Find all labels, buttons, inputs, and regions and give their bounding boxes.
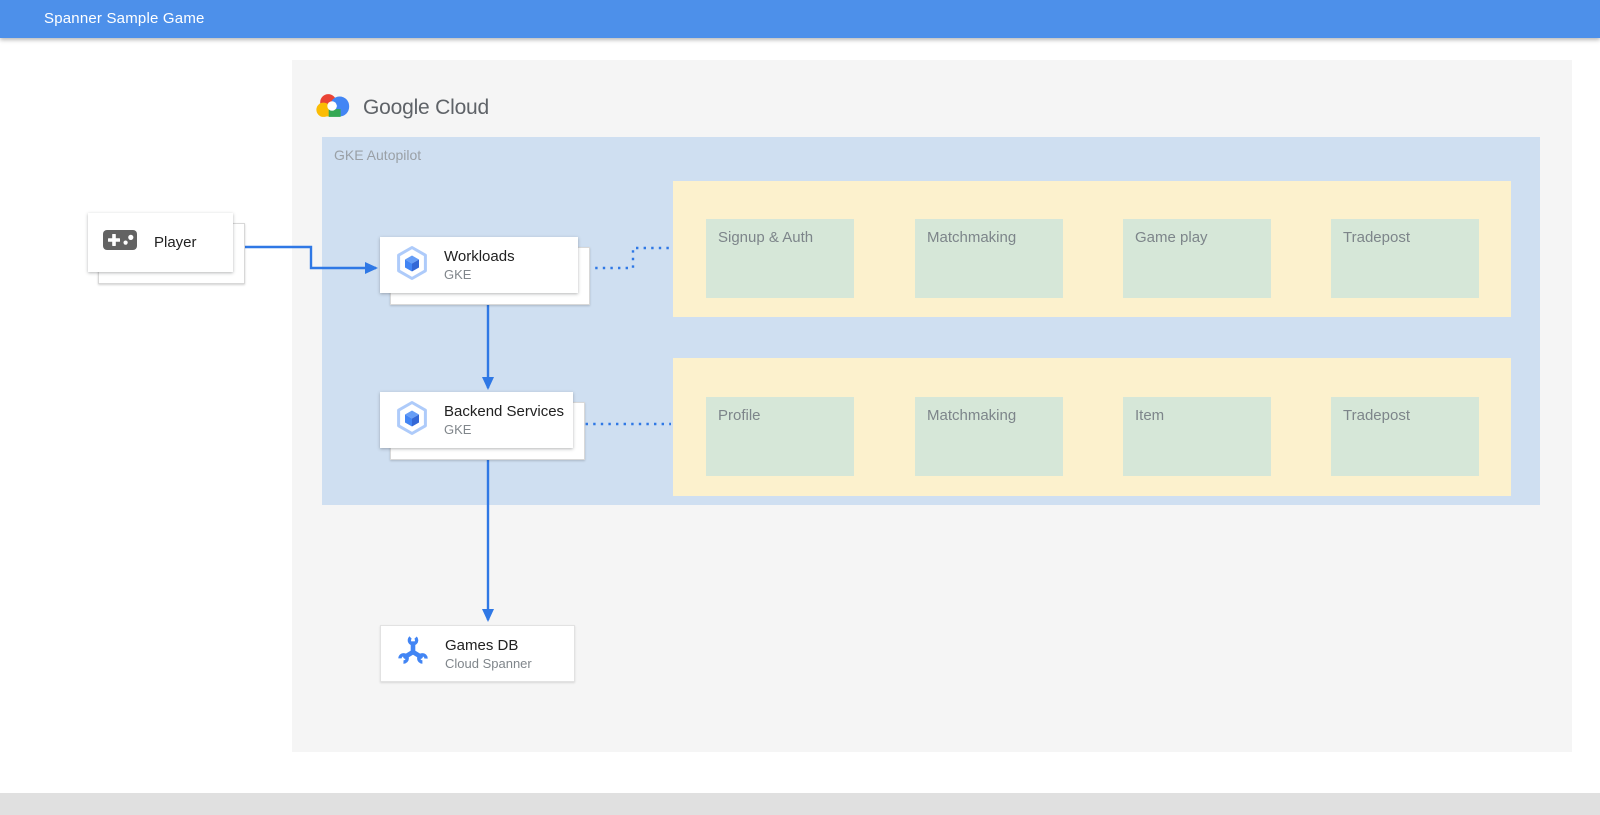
cloud-spanner-icon (394, 632, 432, 675)
service-box: Game play (1123, 219, 1271, 298)
gamepad-icon (102, 228, 138, 257)
backend-service-row: Profile Matchmaking Item Tradepost (673, 358, 1511, 496)
player-label: Player (154, 234, 197, 251)
service-box: Tradepost (1331, 219, 1479, 298)
backend-subtitle: GKE (444, 422, 472, 437)
gke-hexagon-icon (393, 399, 431, 442)
games-db-node: Games DB Cloud Spanner (380, 625, 575, 682)
backend-services-node: Backend Services GKE (380, 392, 573, 448)
cluster-label: GKE Autopilot (334, 147, 422, 163)
google-cloud-logo: Google Cloud (314, 90, 489, 126)
service-box: Item (1123, 397, 1271, 476)
service-box: Tradepost (1331, 397, 1479, 476)
service-box: Matchmaking (915, 397, 1063, 476)
service-box: Profile (706, 397, 854, 476)
app-title: Spanner Sample Game (44, 10, 205, 27)
player-node: Player (88, 213, 233, 272)
google-cloud-logo-text: Google Cloud (363, 96, 490, 119)
footer-strip (0, 793, 1600, 815)
service-box: Matchmaking (915, 219, 1063, 298)
google-cloud-logo-icon (314, 90, 352, 126)
service-box: Signup & Auth (706, 219, 854, 298)
workloads-service-row: Signup & Auth Matchmaking Game play Trad… (673, 181, 1511, 317)
workloads-node: Workloads GKE (380, 237, 578, 293)
gamesdb-subtitle: Cloud Spanner (445, 655, 532, 671)
backend-title: Backend Services (444, 403, 565, 420)
gke-hexagon-icon (393, 244, 431, 287)
app-title-bar: Spanner Sample Game (0, 0, 1600, 38)
gamesdb-title: Games DB (445, 636, 519, 654)
workloads-title: Workloads (444, 248, 515, 265)
workloads-subtitle: GKE (444, 267, 472, 282)
